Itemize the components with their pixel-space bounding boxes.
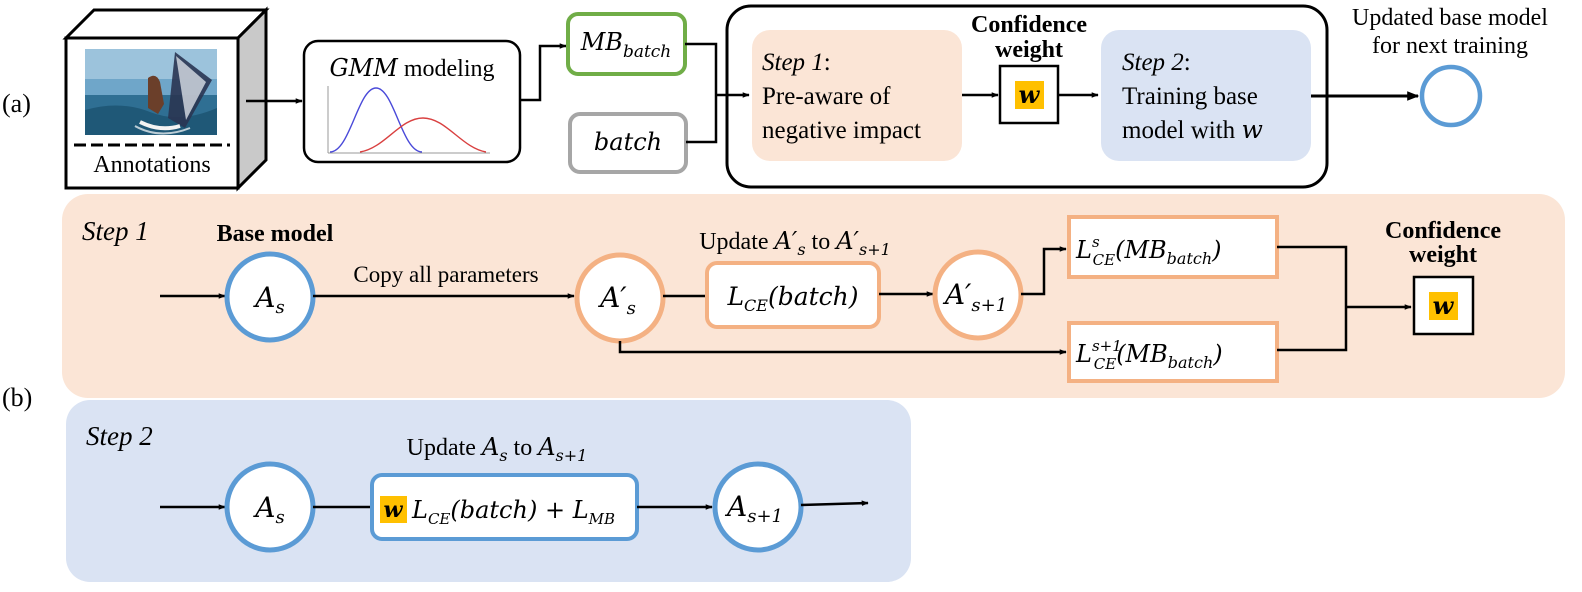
- confidence-label-b1: Confidence: [1385, 218, 1501, 244]
- windsurf-photo: [85, 49, 217, 135]
- update-label-step1: Update A′s to A′s+1: [699, 227, 891, 259]
- svg-text:w: w: [384, 497, 404, 523]
- arrow-to-loss-s1: [618, 341, 1067, 355]
- svg-text:w: w: [1019, 80, 1041, 109]
- gmm-red-curve: [359, 117, 487, 153]
- weight-box-b: w: [1412, 275, 1475, 336]
- svg-text:Ls+1CE(MBbatch): Ls+1CE(MBbatch): [1075, 337, 1223, 373]
- node-a-prime-s1: A′s+1: [932, 249, 1024, 341]
- updated-label-1: Updated base model: [1352, 5, 1548, 31]
- panel-a-label: (a): [2, 89, 31, 118]
- svg-text:As+1: As+1: [724, 490, 783, 527]
- arrow-out-step2: [800, 500, 869, 507]
- svg-text:Step 1:: Step 1:: [762, 49, 831, 76]
- dataset-box: Annotations: [62, 6, 270, 192]
- svg-text:Training base: Training base: [1122, 83, 1258, 110]
- svg-text:LCE(batch) + LMB: LCE(batch) + LMB: [411, 496, 615, 528]
- mb-batch-box: MBbatch: [566, 12, 687, 76]
- svg-text:negative impact: negative impact: [762, 117, 921, 144]
- step2-box-a: Step 2: Training base model with w: [1101, 30, 1311, 161]
- arrow-to-loss-s: [1021, 246, 1067, 296]
- gmm-rest: modeling: [398, 56, 495, 82]
- connector-loss-s-join: [1277, 245, 1348, 352]
- gmm-blue-curve: [329, 87, 423, 153]
- svg-text:Pre-aware of: Pre-aware of: [762, 83, 891, 110]
- gmm-modeling-box: GMM modeling: [302, 39, 522, 164]
- svg-text:As: As: [252, 491, 284, 528]
- updated-label-2: for next training: [1372, 33, 1528, 59]
- node-a-s-step1: As: [224, 251, 316, 343]
- svg-text:LCE(batch): LCE(batch): [726, 282, 858, 315]
- base-model-label: Base model: [217, 221, 334, 247]
- annotations-label: Annotations: [93, 152, 210, 178]
- copy-params-label: Copy all parameters: [353, 262, 538, 287]
- step1-title: Step 1: [82, 216, 149, 246]
- svg-text:GMM modeling: GMM modeling: [330, 54, 495, 82]
- step1-box-a: Step 1: Pre-aware of negative impact: [752, 30, 962, 161]
- confidence-label-a1: Confidence: [971, 12, 1087, 38]
- svg-text:batch: batch: [594, 128, 662, 156]
- svg-text:A′s: A′s: [597, 281, 636, 319]
- node-a-prime-s: A′s: [574, 252, 666, 344]
- svg-text:As: As: [252, 281, 284, 318]
- svg-text:A′s+1: A′s+1: [942, 278, 1007, 316]
- updated-model-node: [1419, 64, 1483, 128]
- arrow-gmm-mb: [520, 43, 567, 102]
- svg-text:model with w: model with w: [1122, 115, 1263, 144]
- update-formula-box: w LCE(batch) + LMB: [370, 473, 639, 541]
- confidence-label-b2: weight: [1409, 242, 1477, 268]
- step2-title: Step 2: [86, 421, 153, 451]
- weight-box-a: w: [998, 64, 1060, 125]
- lce-batch-box-step1: LCE(batch): [705, 261, 881, 329]
- node-a-s-step2: As: [224, 461, 316, 553]
- node-a-s1-step2: As+1: [712, 461, 804, 553]
- connector-mb-merge: [685, 42, 718, 144]
- svg-text:w: w: [1433, 291, 1455, 320]
- svg-text:MBbatch: MBbatch: [580, 28, 672, 62]
- update-label-step2: Update As to As+1: [407, 433, 588, 465]
- panel-b-label: (b): [2, 383, 32, 412]
- svg-text:Step 2:: Step 2:: [1122, 49, 1191, 76]
- batch-box: batch: [568, 112, 688, 174]
- confidence-label-a2: weight: [995, 37, 1063, 63]
- gmm-word: GMM: [330, 54, 400, 82]
